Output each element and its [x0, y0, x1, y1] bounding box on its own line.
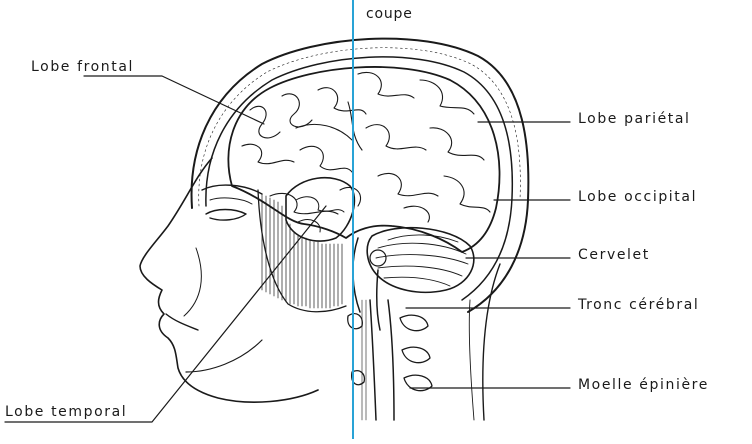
- leader-lines: [5, 76, 570, 422]
- label-lobe-occipital: Lobe occipital: [578, 189, 697, 205]
- cheek-line: [184, 248, 201, 316]
- spinal-cord: [370, 300, 376, 420]
- brain-gyri: [242, 72, 490, 222]
- cerebellum-folia: [376, 235, 468, 286]
- eye: [206, 210, 246, 221]
- label-lobe-parietal: Lobe pariétal: [578, 111, 691, 127]
- mouth: [166, 314, 198, 330]
- face-profile: [140, 158, 318, 402]
- label-coupe: coupe: [366, 6, 413, 22]
- brain-outline: [228, 67, 499, 252]
- vertebrae: [348, 314, 432, 391]
- skull-outer: [192, 39, 529, 312]
- label-cervelet: Cervelet: [578, 247, 650, 263]
- eye-crease: [210, 198, 252, 204]
- skull-texture: [199, 48, 521, 206]
- label-moelle-epiniere: Moelle épinière: [578, 377, 709, 393]
- label-lobe-temporal: Lobe temporal: [5, 404, 127, 420]
- cerebellum: [367, 228, 474, 293]
- label-lobe-frontal: Lobe frontal: [31, 59, 134, 75]
- label-tronc-cerebral: Tronc cérébral: [578, 297, 699, 313]
- jaw-line: [186, 340, 262, 372]
